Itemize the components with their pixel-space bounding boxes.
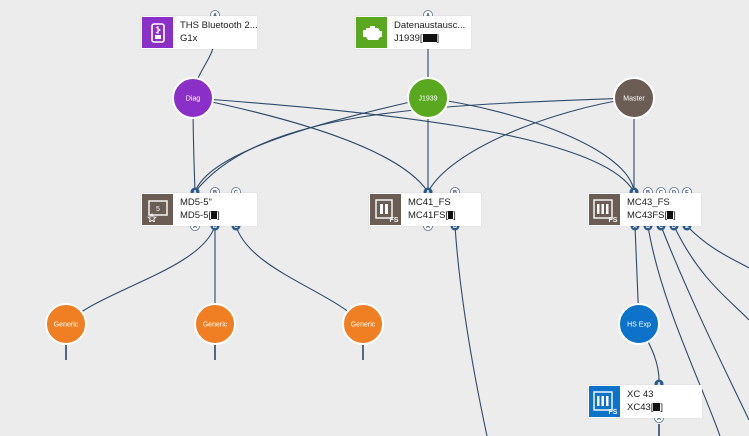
device-subtitle-text: J1939[ bbox=[394, 33, 423, 44]
bus-circle bbox=[342, 303, 384, 345]
port-pin-label: A bbox=[426, 224, 430, 230]
redaction-block bbox=[422, 34, 437, 42]
device-node-datenaustausch[interactable]: Datenaustausc... J1939[] bbox=[355, 16, 471, 49]
device-subtitle: MD5-5[] bbox=[180, 210, 220, 221]
wire-mc43-porte bbox=[686, 225, 749, 269]
device-title: Datenaustausc... bbox=[394, 20, 466, 31]
device-node-md5[interactable]: 5 MD5-5" MD5-5[] bbox=[141, 193, 257, 226]
wire-mc43-portd bbox=[673, 225, 749, 321]
port-pin-label: C bbox=[659, 224, 663, 230]
bus-circle bbox=[45, 303, 87, 345]
device-subtitle: J1939[] bbox=[394, 33, 439, 44]
port-pin-label: A bbox=[193, 224, 197, 230]
fs-controller-icon: FS bbox=[589, 386, 620, 417]
redaction-block bbox=[448, 211, 454, 219]
wire-mc43-portb bbox=[647, 225, 721, 436]
bluetooth-device-icon bbox=[142, 17, 173, 48]
bus-node-hs-exp[interactable]: HS Exp bbox=[618, 303, 660, 345]
bus-circle bbox=[194, 303, 236, 345]
port-pin-label: A bbox=[633, 224, 637, 230]
port-pin-label: C bbox=[234, 224, 238, 230]
fs-controller-icon: FS bbox=[370, 194, 401, 225]
bus-node-master[interactable]: Master bbox=[613, 77, 655, 119]
engine-icon bbox=[356, 17, 387, 48]
wire-j1939-md5 bbox=[194, 97, 429, 193]
bus-circle bbox=[172, 77, 214, 119]
port-pin-label: B bbox=[213, 224, 217, 230]
wire-master-md5 bbox=[194, 97, 635, 193]
bus-circle bbox=[407, 77, 449, 119]
subtitle-bracket: ] bbox=[673, 210, 676, 221]
icon-label: FS bbox=[608, 409, 617, 416]
icon-label: FS bbox=[389, 217, 398, 224]
device-subtitle-text: MC43FS[ bbox=[627, 210, 668, 221]
port-pin-label: E bbox=[685, 224, 689, 230]
bus-label: J1939 bbox=[418, 96, 437, 103]
icon-label: FS bbox=[608, 217, 617, 224]
bus-node-j1939[interactable]: J1939 bbox=[407, 77, 449, 119]
subtitle-bracket: ] bbox=[453, 210, 456, 221]
device-node-mc43[interactable]: FS MC43_FS MC43FS[] bbox=[588, 193, 701, 226]
device-title: MD5-5" bbox=[180, 197, 212, 208]
wire-md5-generic1 bbox=[65, 225, 216, 325]
bus-label: Generic bbox=[351, 322, 376, 329]
bus-label: Diag bbox=[186, 96, 201, 103]
redaction-block bbox=[211, 211, 218, 219]
device-subtitle: MC41FS[] bbox=[408, 210, 456, 221]
wire-diag-mc41 bbox=[192, 97, 429, 193]
wire-diag-mc43 bbox=[192, 97, 635, 193]
display-star-icon: 5 bbox=[142, 194, 173, 225]
bus-node-diag[interactable]: Diag bbox=[172, 77, 214, 119]
subtitle-bracket: ] bbox=[436, 33, 440, 44]
device-title: XC 43 bbox=[627, 389, 654, 400]
bus-circle bbox=[618, 303, 660, 345]
redaction-block bbox=[653, 403, 661, 411]
device-subtitle-text: XC43[ bbox=[627, 402, 654, 413]
bus-label: Generic bbox=[54, 322, 79, 329]
bus-circle bbox=[613, 77, 655, 119]
wire-mc43-portc bbox=[660, 225, 749, 421]
bus-label: Master bbox=[623, 96, 645, 103]
device-title: MC43_FS bbox=[627, 197, 670, 208]
device-node-mc41[interactable]: FS MC41_FS MC41FS[] bbox=[369, 193, 481, 226]
device-subtitle: G1x bbox=[180, 33, 198, 44]
wire-master-mc41 bbox=[427, 97, 635, 193]
device-title: THS Bluetooth 2... bbox=[180, 20, 258, 31]
bus-label: HS Exp bbox=[627, 322, 651, 329]
wire-mc41-portb bbox=[454, 225, 488, 436]
redaction-block bbox=[667, 211, 674, 219]
bus-label: Generic bbox=[203, 322, 228, 329]
port-pin-label: B bbox=[453, 224, 457, 230]
subtitle-bracket: ] bbox=[217, 210, 220, 221]
fs-controller-icon: FS bbox=[589, 194, 620, 225]
subtitle-bracket: ] bbox=[660, 402, 664, 413]
device-node-ths[interactable]: THS Bluetooth 2... G1x bbox=[141, 16, 258, 49]
device-subtitle: XC43[] bbox=[627, 402, 663, 413]
wire-j1939-mc43 bbox=[427, 97, 635, 193]
bus-node-generic-1[interactable]: Generic bbox=[45, 303, 87, 345]
wire-md5-generic3 bbox=[235, 225, 364, 325]
device-subtitle-text: MD5-5[ bbox=[180, 210, 212, 221]
bus-node-generic-2[interactable]: Generic bbox=[194, 303, 236, 345]
port-pin-label: D bbox=[672, 224, 676, 230]
device-title: MC41_FS bbox=[408, 197, 451, 208]
port-pin-label: A bbox=[657, 416, 661, 422]
port-pin-label: B bbox=[646, 224, 650, 230]
device-subtitle: MC43FS[] bbox=[627, 210, 676, 221]
device-subtitle-text: MC41FS[ bbox=[408, 210, 449, 221]
icon-label: 5 bbox=[156, 206, 160, 213]
device-node-xc43[interactable]: FS XC 43 XC43[] bbox=[588, 385, 702, 418]
bus-node-generic-3[interactable]: Generic bbox=[342, 303, 384, 345]
